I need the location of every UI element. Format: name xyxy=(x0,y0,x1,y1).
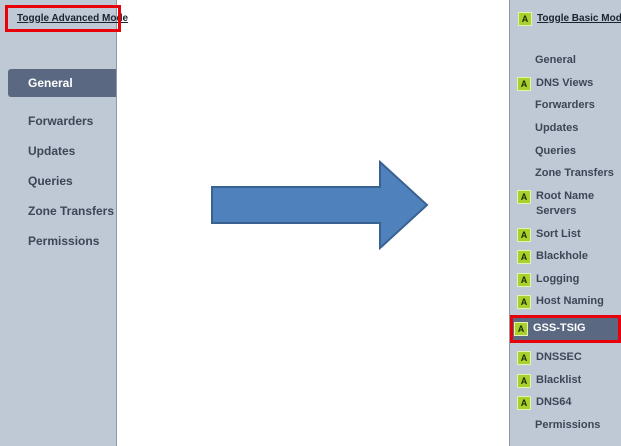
toggle-basic-mode-link[interactable]: Toggle Basic Mode xyxy=(537,13,621,24)
sidebar-item-label: Blackhole xyxy=(536,250,588,262)
sidebar-item-dns-views[interactable]: A DNS Views xyxy=(517,76,621,91)
sidebar-item-label: Queries xyxy=(535,145,576,157)
sidebar-item-label: General xyxy=(535,54,576,66)
sidebar-item-blacklist[interactable]: A Blacklist xyxy=(517,373,621,388)
advanced-badge-icon: A xyxy=(517,190,531,204)
sidebar-item-label: Logging xyxy=(536,273,580,285)
sidebar-item-label: Forwarders xyxy=(535,99,595,111)
sidebar-item-label: DNSSEC xyxy=(536,351,582,363)
selected-item-background: A GSS-TSIG xyxy=(510,317,618,341)
advanced-badge-icon: A xyxy=(517,295,531,309)
sidebar-item-blackhole[interactable]: A Blackhole xyxy=(517,249,621,264)
sidebar-item-label: Updates xyxy=(535,122,579,134)
sidebar-item-zone-transfers[interactable]: Zone Transfers xyxy=(28,204,115,218)
sidebar-item-dnssec[interactable]: A DNSSEC xyxy=(517,350,621,365)
advanced-badge-icon: A xyxy=(517,396,531,410)
sidebar-item-label: Host Naming xyxy=(536,295,604,307)
toggle-advanced-mode-link[interactable]: Toggle Advanced Mode xyxy=(17,13,129,24)
sidebar-item-forwarders[interactable]: Forwarders xyxy=(28,114,94,128)
sidebar-item-label: Permissions xyxy=(535,419,601,431)
sidebar-item-host-naming[interactable]: A Host Naming xyxy=(517,294,621,309)
sidebar-item-root-name-servers[interactable]: A Root Name Servers xyxy=(517,189,621,219)
advanced-badge-icon: A xyxy=(517,77,531,91)
sidebar-item-general[interactable]: General xyxy=(517,53,621,68)
sidebar-item-queries[interactable]: Queries xyxy=(517,144,621,159)
advanced-badge-icon: A xyxy=(517,250,531,264)
arrow-right-icon xyxy=(211,160,429,250)
sidebar-item-label: General xyxy=(28,76,73,90)
sidebar-item-label: DNS Views xyxy=(536,77,594,89)
sidebar-item-gss-tsig[interactable]: A GSS-TSIG xyxy=(514,321,618,336)
sidebar-item-logging[interactable]: A Logging xyxy=(517,272,621,287)
sidebar-item-label: Blacklist xyxy=(536,374,582,386)
sidebar-item-queries[interactable]: Queries xyxy=(28,174,73,188)
sidebar-item-zone-transfers[interactable]: Zone Transfers xyxy=(517,166,621,181)
sidebar-item-forwarders[interactable]: Forwarders xyxy=(517,98,621,113)
sidebar-item-label: DNS64 xyxy=(536,396,572,408)
basic-mode-sidebar xyxy=(0,0,117,446)
highlight-box xyxy=(510,315,621,343)
sidebar-item-label: Sort List xyxy=(536,228,581,240)
sidebar-item-label: GSS-TSIG xyxy=(533,322,586,334)
sidebar-item-label: Zone Transfers xyxy=(535,167,614,179)
sidebar-item-updates[interactable]: Updates xyxy=(517,121,621,136)
sidebar-item-dns64[interactable]: A DNS64 xyxy=(517,395,621,410)
advanced-mode-sidebar xyxy=(509,0,621,446)
sidebar-item-updates[interactable]: Updates xyxy=(28,144,76,158)
sidebar-item-general[interactable]: General xyxy=(8,69,116,97)
advanced-badge-icon: A xyxy=(517,374,531,388)
highlight-box xyxy=(5,5,121,32)
sidebar-item-label: Root Name Servers xyxy=(536,190,595,217)
advanced-badge-icon: A xyxy=(518,12,532,26)
advanced-badge-icon: A xyxy=(517,228,531,242)
sidebar-item-permissions[interactable]: Permissions xyxy=(28,234,100,248)
advanced-badge-icon: A xyxy=(517,273,531,287)
advanced-badge-icon: A xyxy=(514,322,528,336)
sidebar-item-sort-list[interactable]: A Sort List xyxy=(517,227,621,242)
sidebar-item-permissions[interactable]: Permissions xyxy=(517,418,621,433)
advanced-badge-icon: A xyxy=(517,351,531,365)
